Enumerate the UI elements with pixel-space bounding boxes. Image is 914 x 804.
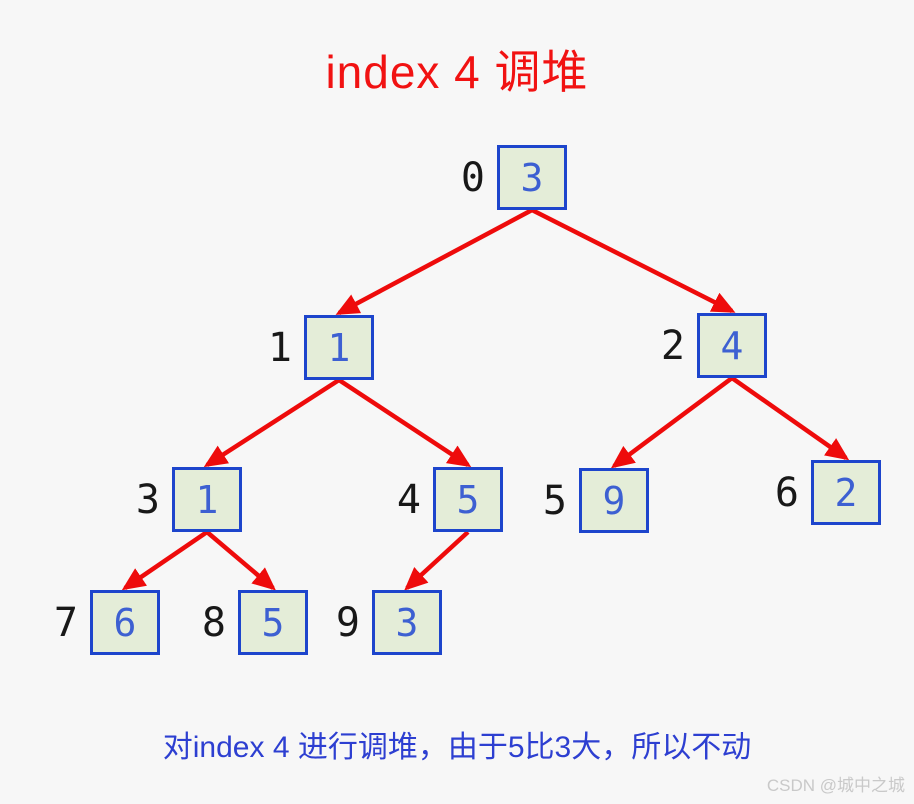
node-index-label: 9 xyxy=(335,599,360,646)
tree-edge-3-8 xyxy=(205,530,276,591)
watermark: CSDN @城中之城 xyxy=(766,776,905,795)
node-value: 1 xyxy=(195,477,219,522)
node-value: 5 xyxy=(456,477,480,522)
node-value: 3 xyxy=(395,600,419,645)
node-value: 6 xyxy=(113,600,137,645)
tree-edge-1-3 xyxy=(203,378,341,468)
node-index-label: 8 xyxy=(201,599,226,646)
tree-edge-0-1 xyxy=(335,208,534,315)
node-box: 4 xyxy=(697,313,767,378)
node-box: 3 xyxy=(372,590,442,655)
node-box: 5 xyxy=(238,590,308,655)
node-value: 5 xyxy=(261,600,285,645)
node-box: 2 xyxy=(811,460,881,525)
caption: 对index 4 进行调堆，由于5比3大，所以不动 xyxy=(162,731,752,764)
node-box: 5 xyxy=(433,467,503,532)
node-box: 6 xyxy=(90,590,160,655)
node-index-label: 7 xyxy=(53,599,78,646)
tree-edge-2-6 xyxy=(730,376,850,461)
node-value: 3 xyxy=(520,155,544,200)
tree-edge-4-9 xyxy=(404,530,470,591)
node-index-label: 1 xyxy=(267,324,292,371)
node-index-label: 3 xyxy=(135,476,160,523)
node-index-label: 4 xyxy=(396,476,421,523)
page-title: index 4 调堆 xyxy=(325,46,589,98)
tree-edge-3-7 xyxy=(121,530,209,591)
node-value: 4 xyxy=(720,323,744,368)
node-value: 1 xyxy=(327,325,351,370)
node-index-label: 2 xyxy=(660,322,685,369)
node-value: 9 xyxy=(602,478,626,523)
node-value: 2 xyxy=(834,470,858,515)
node-box: 1 xyxy=(304,315,374,380)
node-index-label: 5 xyxy=(542,477,567,524)
tree-edge-2-5 xyxy=(610,376,734,469)
node-box: 3 xyxy=(497,145,567,210)
tree-edge-1-4 xyxy=(337,378,472,468)
node-index-label: 6 xyxy=(774,469,799,516)
node-box: 1 xyxy=(172,467,242,532)
node-box: 9 xyxy=(579,468,649,533)
node-index-label: 0 xyxy=(460,154,485,201)
tree-edge-0-2 xyxy=(530,207,736,314)
